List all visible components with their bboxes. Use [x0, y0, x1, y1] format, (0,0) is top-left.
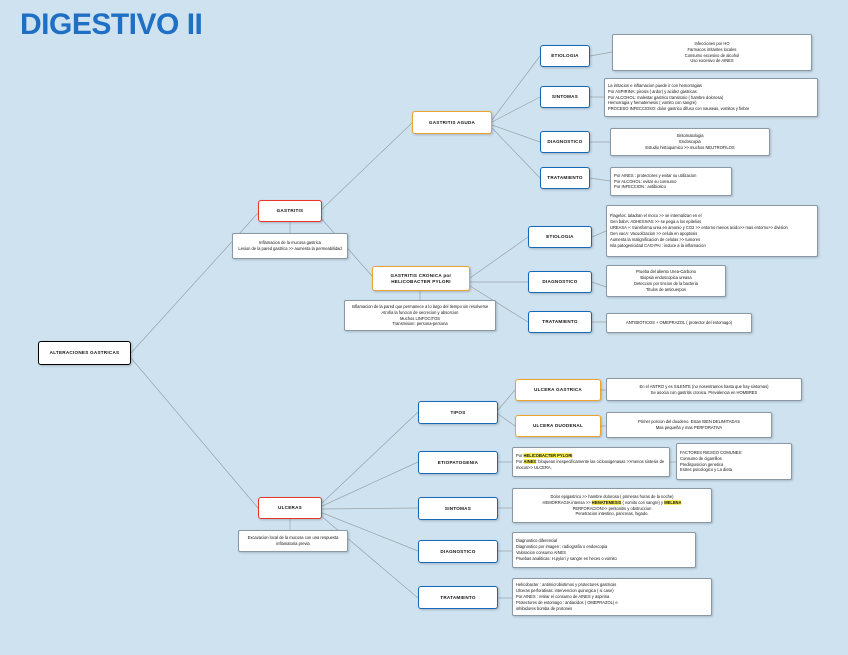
node-ulceras-sintomas[interactable]: SINTOMAS	[418, 497, 498, 520]
node-gastritis-cronica[interactable]: GASTRITIS CRONICA por HELICOBACTER PYLOR…	[372, 266, 470, 291]
note-ulceras-diagnostico: Diagnostico diferencial Diagnostico por …	[512, 532, 696, 568]
node-aguda-sintomas[interactable]: SINTOMAS	[540, 86, 590, 108]
highlight-melena: MELENA	[664, 499, 682, 505]
node-cronica-diagnostico-label: DIAGNOSTICO	[542, 279, 578, 285]
node-gastritis[interactable]: GASTRITIS	[258, 200, 322, 222]
node-ulceras-diagnostico[interactable]: DIAGNOSTICO	[418, 540, 498, 563]
note-ulceras-tratamiento-text: Helicobacter : antimicrobiotimos y prote…	[516, 582, 618, 611]
note-gastritis-text: Inflamacion de la mucosa gastrica Lesion…	[238, 240, 342, 251]
note-aguda-tratamiento: Por AINES : protectores y evitar su util…	[610, 167, 732, 196]
node-ulceras-sintomas-label: SINTOMAS	[444, 505, 472, 511]
note-aguda-sintomas-text: La irritacion e inflamacion puede ir con…	[608, 82, 750, 112]
node-cronica-tratamiento[interactable]: TRATAMIENTO	[528, 311, 592, 333]
note-aguda-etiologia-text: Infecciones por HO Farmacos irritantes l…	[684, 40, 740, 64]
node-ulceras-tipos[interactable]: TIPOS	[418, 401, 498, 424]
node-gastritis-label: GASTRITIS	[276, 208, 304, 214]
note-ulcera-gastrica: En el ANTRO y es SILENTE (no nosentramos…	[606, 378, 802, 401]
node-cronica-etiologia[interactable]: ETIOLOGIA	[528, 226, 592, 248]
node-aguda-diagnostico[interactable]: DIAGNOSTICO	[540, 131, 590, 153]
node-aguda-tratamiento-label: TRATAMIENTO	[547, 175, 583, 181]
note-ulceras: Excavacion local de la mucosa con una re…	[238, 530, 348, 552]
node-gastritis-aguda[interactable]: GASTRITIS AGUDA	[412, 111, 492, 134]
node-root[interactable]: ALTERACIONES GASTRICAS	[38, 341, 131, 365]
highlight-helicobacter: HELICOBACTER PYLORI	[523, 453, 573, 459]
node-ulcera-gastrica[interactable]: ULCERA GASTRICA	[515, 379, 601, 401]
node-ulcera-duodenal-label: ULCERA DUODENAL	[532, 423, 584, 429]
note-ulcera-duodenal: Primer porcion del duodeno. Estan BIEN D…	[606, 412, 772, 438]
note-aguda-diagnostico-text: Sintomatologia Endoscopia Estudio histoq…	[645, 133, 735, 150]
node-aguda-diagnostico-label: DIAGNOSTICO	[547, 139, 583, 145]
node-ulceras-tipos-label: TIPOS	[450, 409, 466, 415]
node-ulceras-tratamiento-label: TRATAMIENTO	[440, 594, 476, 600]
note-cronica-diagnostico: Prueba del aliento Urea-Carbono Biopsia …	[606, 265, 726, 297]
note-ulcera-duodenal-text: Primer porcion del duodeno. Estan BIEN D…	[638, 419, 740, 430]
note-etiopatogenia-main-text: Por HELICOBACTER PYLORI Por AINES: bloqu…	[516, 453, 665, 470]
note-ulceras-diagnostico-text: Diagnostico diferencial Diagnostico por …	[516, 538, 617, 561]
node-ulceras-label: ULCERAS	[278, 505, 302, 511]
note-cronica-tratamiento-text: ANTIBIOTICOS + OMEPRAZOL ( protector del…	[626, 320, 732, 326]
note-cronica-diagnostico-text: Prueba del aliento Urea-Carbono Biopsia …	[634, 269, 698, 292]
node-root-label: ALTERACIONES GASTRICAS	[49, 350, 120, 356]
note-gastritis: Inflamacion de la mucosa gastrica Lesion…	[232, 233, 348, 259]
note-cronica-tratamiento: ANTIBIOTICOS + OMEPRAZOL ( protector del…	[606, 313, 752, 333]
note-ulceras-sintomas-text: Dolor epigastrico >> hambre dolorosa ( p…	[542, 493, 682, 517]
node-ulceras-etiopatogenia-label: ETIOPATOGENIA	[437, 459, 479, 465]
note-ulceras-text: Excavacion local de la mucosa con una re…	[247, 535, 339, 546]
highlight-hematemesis: HEMATEMESIS	[591, 499, 622, 505]
node-aguda-etiologia-label: ETIOLOGIA	[551, 53, 579, 59]
node-gastritis-cronica-label: GASTRITIS CRONICA por HELICOBACTER PYLOR…	[390, 272, 452, 284]
note-etiopatogenia-factores-text: FACTORES RIESGO COMUNES: Consumo de ciga…	[680, 449, 743, 473]
node-ulcera-gastrica-label: ULCERA GASTRICA	[534, 387, 582, 393]
node-cronica-diagnostico[interactable]: DIAGNOSTICO	[528, 271, 592, 293]
node-aguda-etiologia[interactable]: ETIOLOGIA	[540, 45, 590, 67]
note-ulceras-sintomas: Dolor epigastrico >> hambre dolorosa ( p…	[512, 488, 712, 523]
node-ulceras-tratamiento[interactable]: TRATAMIENTO	[418, 586, 498, 609]
note-aguda-diagnostico: Sintomatologia Endoscopia Estudio histoq…	[610, 128, 770, 156]
note-gastritis-cronica-text: Inflamacion de la pared que permanece a …	[351, 303, 489, 327]
node-ulceras-diagnostico-label: DIAGNOSTICO	[440, 548, 476, 554]
note-etiopatogenia-factores: FACTORES RIESGO COMUNES: Consumo de ciga…	[676, 443, 792, 480]
note-aguda-sintomas: La irritacion e inflamacion puede ir con…	[604, 78, 818, 117]
highlight-aines: AINES	[523, 459, 537, 465]
note-cronica-etiologia-text: Flagelos: taladran el moco >> se interna…	[610, 213, 788, 248]
node-cronica-tratamiento-label: TRATAMIENTO	[542, 319, 578, 325]
note-gastritis-cronica: Inflamacion de la pared que permanece a …	[344, 300, 496, 331]
node-ulcera-duodenal[interactable]: ULCERA DUODENAL	[515, 415, 601, 437]
node-gastritis-aguda-label: GASTRITIS AGUDA	[428, 119, 476, 125]
note-etiopatogenia-main: Por HELICOBACTER PYLORI Por AINES: bloqu…	[512, 447, 670, 477]
node-ulceras[interactable]: ULCERAS	[258, 497, 322, 519]
node-ulceras-etiopatogenia[interactable]: ETIOPATOGENIA	[418, 451, 498, 474]
node-aguda-tratamiento[interactable]: TRATAMIENTO	[540, 167, 590, 189]
note-aguda-tratamiento-text: Por AINES : protectores y evitar su util…	[614, 172, 697, 190]
node-aguda-sintomas-label: SINTOMAS	[551, 94, 579, 100]
note-ulcera-gastrica-text: En el ANTRO y es SILENTE (no nosentramos…	[639, 383, 769, 395]
note-aguda-etiologia: Infecciones por HO Farmacos irritantes l…	[612, 34, 812, 71]
node-cronica-etiologia-label: ETIOLOGIA	[546, 234, 574, 240]
note-cronica-etiologia: Flagelos: taladran el moco >> se interna…	[606, 205, 818, 257]
note-ulceras-tratamiento: Helicobacter : antimicrobiotimos y prote…	[512, 578, 712, 616]
page-title: DIGESTIVO II	[20, 8, 203, 41]
